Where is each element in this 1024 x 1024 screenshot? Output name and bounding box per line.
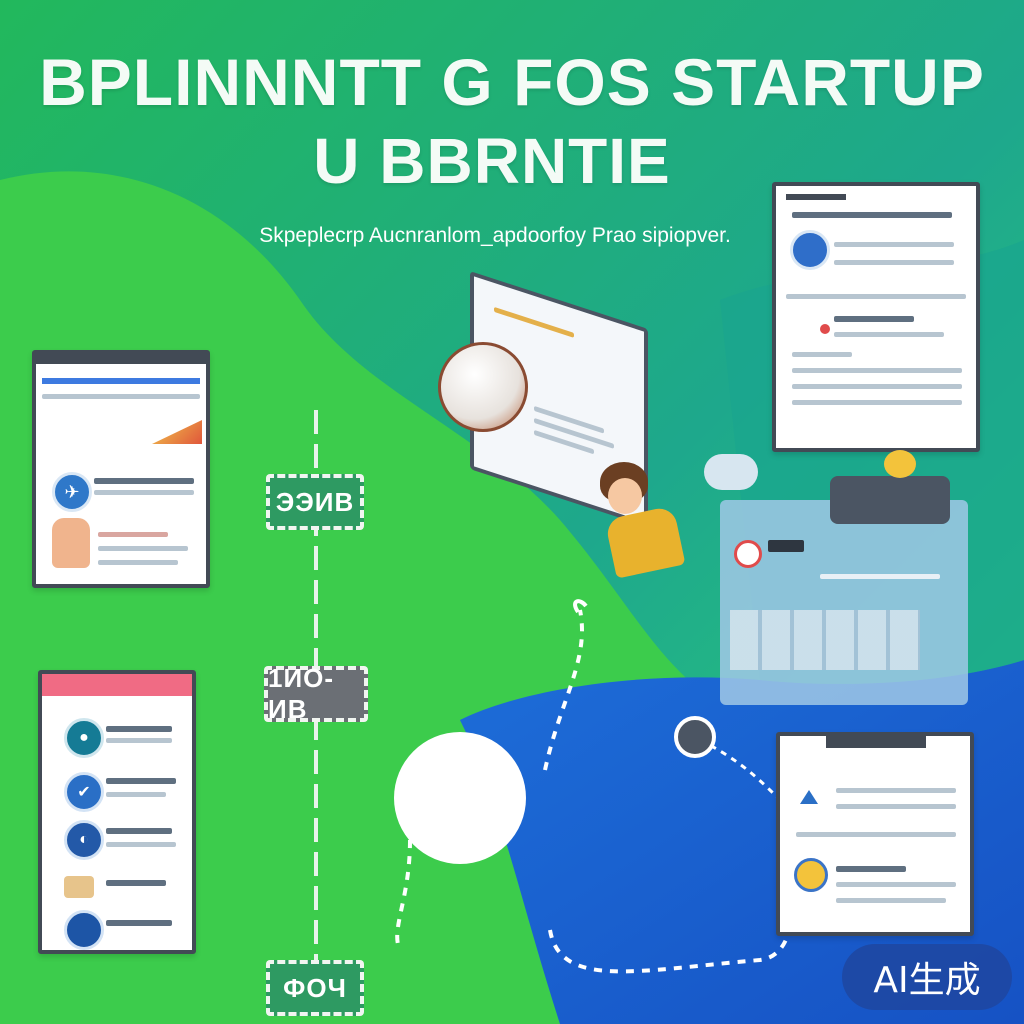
ai-generated-watermark: AI生成 bbox=[842, 944, 1012, 1010]
right-top-card bbox=[772, 182, 980, 452]
globe-icon: ◐ bbox=[64, 820, 104, 860]
dark-monitor bbox=[830, 476, 950, 524]
dark-node bbox=[674, 716, 716, 758]
person-icon bbox=[64, 910, 104, 950]
card-header-bar bbox=[786, 194, 846, 200]
avatar-icon bbox=[790, 230, 830, 270]
chat-bubble-icon bbox=[704, 454, 758, 490]
page-title-line-2: U BBRNTIE bbox=[313, 125, 671, 197]
card-accent-bar bbox=[42, 378, 200, 384]
grid-table bbox=[730, 610, 920, 670]
left-top-card: ✈ bbox=[32, 350, 210, 588]
status-dot-red bbox=[820, 324, 830, 334]
card-header-bar bbox=[42, 674, 192, 696]
white-circle bbox=[394, 732, 526, 864]
arrow-up-icon bbox=[800, 790, 818, 804]
tag-icon bbox=[64, 876, 94, 898]
card-header-bar bbox=[826, 736, 926, 748]
person-illustration bbox=[596, 462, 692, 582]
timeline-badge-1: ЭЭИВ bbox=[266, 474, 364, 530]
person-face bbox=[608, 478, 642, 514]
rocket-icon: ✈ bbox=[52, 472, 92, 512]
puzzle-icon: ● bbox=[64, 718, 104, 758]
globe-sphere-icon bbox=[438, 342, 528, 432]
page-subtitle: Skpeplecrp Aucnranlom_apdoorfoy Prao sip… bbox=[259, 224, 731, 247]
hand-icon bbox=[52, 518, 90, 568]
timeline-badge-3: ФОЧ bbox=[266, 960, 364, 1016]
shield-icon: ✔ bbox=[64, 772, 104, 812]
page-title-line-1: BPLINNNTT G FOS STARTUP bbox=[39, 45, 985, 119]
card-header-bar bbox=[36, 354, 206, 364]
timeline-badge-2: 1ИО-ИВ bbox=[264, 663, 368, 724]
helmet-icon bbox=[884, 450, 916, 478]
status-indicator bbox=[734, 540, 762, 568]
dashboard-device bbox=[704, 450, 968, 705]
person-body bbox=[604, 505, 686, 579]
right-bottom-card bbox=[776, 732, 974, 936]
left-bottom-card: ● ✔ ◐ bbox=[38, 670, 196, 954]
chart-icon bbox=[152, 420, 202, 444]
location-pin-icon bbox=[794, 858, 828, 892]
